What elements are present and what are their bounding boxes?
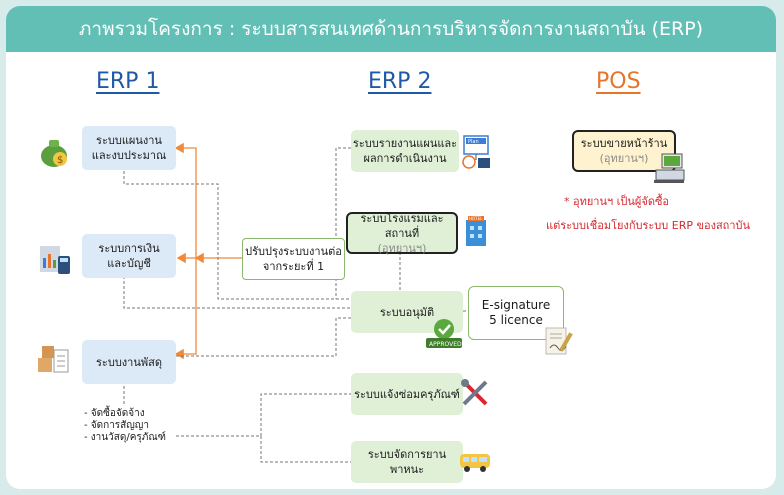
supply-item: - งานวัสดุ/ครุภัณฑ์ [84,432,166,443]
page-title: ภาพรวมโครงการ : ระบบสารสนเทศด้านการบริหา… [6,6,776,52]
vehicle-label-1: ระบบจัดการยาน [367,448,447,461]
hotel-label: ระบบโรงแรมและสถานที่ [360,211,444,240]
plan-board-icon: Plan [460,134,492,174]
supplies-box: ระบบงานพัสดุ [82,340,176,384]
plan-budget-label-2: และงบประมาณ [91,149,167,162]
finance-box: ระบบการเงิน และบัญชี [82,234,176,278]
money-bag-icon: $ [38,134,70,172]
pos-note-1: * อุทยานฯ เป็นผู้จัดซื้อ [564,195,670,208]
hotel-box: ระบบโรงแรมและสถานที่ (อุทยานฯ) [346,211,458,255]
report-label-2: ผลการดำเนินงาน [363,152,447,165]
hotel-sub-label: (อุทยานฯ) [377,241,427,255]
repair-box: ระบบแจ้งซ่อมครุภัณฑ์ [351,373,463,415]
supplies-label: ระบบงานพัสดุ [96,355,162,369]
hotel-tag: HOTEL [469,216,483,221]
dotted-links [123,147,468,463]
diagram-frame: ภาพรวมโครงการ : ระบบสารสนเทศด้านการบริหา… [6,6,776,489]
heading-erp2: ERP 2 [368,69,432,94]
pos-note-2: แต่ระบบเชื่อมโยงกับระบบ ERP ของสถาบัน [546,219,751,232]
calculator-icon [38,242,72,280]
report-box: ระบบรายงานแผนและ ผลการดำเนินงาน [351,130,459,172]
improve-box: ปรับปรุงระบบงานต่อ จากระยะที่ 1 [242,238,345,280]
finance-label-2: และบัญชี [107,257,151,270]
plan-budget-label-1: ระบบแผนงาน [96,134,162,147]
boxes-icon [36,342,70,380]
pos-box: ระบบขายหน้าร้าน (อุทยานฯ) [572,130,676,172]
plan-tag: Plan [468,139,479,145]
hotel-icon: HOTEL [462,214,490,252]
repair-label: ระบบแจ้งซ่อมครุภัณฑ์ [354,387,460,401]
supply-item: - จัดซื้อจัดจ้าง [84,408,145,419]
supply-item: - จัดการสัญญา [84,420,149,431]
approval-label: ระบบอนุมัติ [379,305,435,319]
improve-label-2: จากระยะที่ 1 [262,260,325,273]
report-label-1: ระบบรายงานแผนและ [352,137,458,150]
esignature-licence-label: 5 licence [489,313,543,327]
vehicle-label-2: พาหนะ [389,463,425,476]
pos-label: ระบบขายหน้าร้าน [580,137,668,150]
improve-label-1: ปรับปรุงระบบงานต่อ [245,245,342,258]
finance-label-1: ระบบการเงิน [98,242,160,255]
pos-sub-label: (อุทยานฯ) [599,152,649,165]
heading-erp1: ERP 1 [96,69,160,94]
svg-text:$: $ [57,155,63,166]
approved-stamp-label: APPROVED [429,341,462,348]
signature-icon [542,324,574,362]
vehicle-box: ระบบจัดการยาน พาหนะ [351,441,463,483]
van-icon [458,450,492,478]
improve-arrows [174,142,252,360]
approved-stamp-icon: APPROVED [424,316,464,354]
cash-register-icon [652,152,686,188]
tools-icon [460,378,490,412]
plan-budget-box: ระบบแผนงาน และงบประมาณ [82,126,176,170]
esignature-label: E-signature [481,298,551,312]
heading-pos: POS [596,69,641,94]
supply-items: - จัดซื้อจัดจ้าง - จัดการสัญญา - งานวัสด… [84,408,166,444]
